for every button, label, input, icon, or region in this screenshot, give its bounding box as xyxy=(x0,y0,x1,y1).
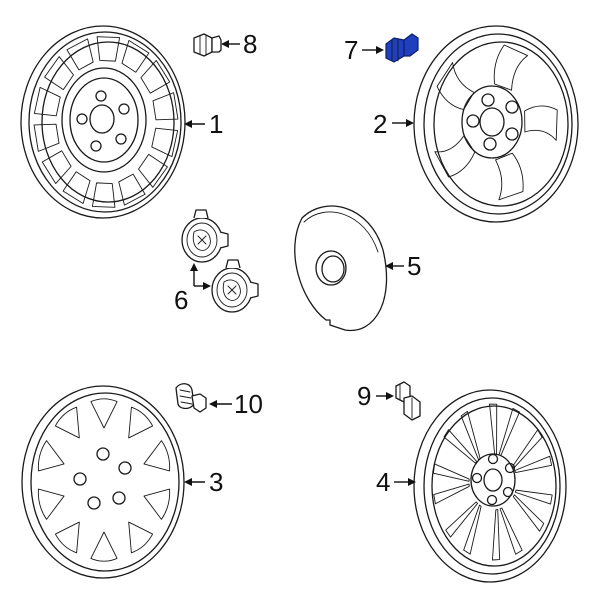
rim-pocket xyxy=(138,153,168,188)
callout-4: 4 xyxy=(376,467,390,497)
wheel-spoke xyxy=(463,504,482,555)
cover-window xyxy=(143,440,171,472)
rim-pocket xyxy=(140,60,171,94)
callout-3: 3 xyxy=(209,467,223,497)
cover-window xyxy=(37,440,65,472)
rim-pocket xyxy=(96,36,121,62)
rim-pocket xyxy=(91,182,116,208)
wheel-spoke xyxy=(495,152,524,201)
wheel-cover-part-3[interactable] xyxy=(21,385,185,579)
rim-pocket xyxy=(151,127,179,158)
callout-1: 1 xyxy=(209,109,223,139)
cover-window xyxy=(143,488,171,520)
lug-nut-part-8[interactable] xyxy=(193,33,222,57)
callout-7: 7 xyxy=(344,35,358,65)
rim-pocket xyxy=(41,150,72,184)
rim-pocket xyxy=(121,40,150,73)
cover-window xyxy=(54,521,80,554)
callout-9: 9 xyxy=(357,381,371,411)
rim-pocket xyxy=(33,86,61,117)
rim-pocket xyxy=(152,92,179,121)
rim-pocket xyxy=(44,56,74,91)
wheel-spoke xyxy=(443,429,478,464)
rim-pocket xyxy=(118,173,146,206)
callout-arrows xyxy=(184,40,416,486)
wheel-spoke xyxy=(489,403,498,455)
callout-5: 5 xyxy=(407,251,421,281)
wheel-spoke xyxy=(460,410,481,461)
wheel-spoke xyxy=(432,463,470,482)
callout-10: 10 xyxy=(234,389,263,419)
wheel-part-1[interactable] xyxy=(20,25,186,219)
cover-window xyxy=(128,521,154,554)
cover-window xyxy=(90,398,118,429)
cover-window xyxy=(128,406,154,439)
rim-pocket xyxy=(33,123,60,152)
wheel-spoke xyxy=(493,44,529,91)
wheel-part-2[interactable] xyxy=(413,25,579,223)
center-cap-part-5[interactable] xyxy=(294,205,388,332)
lug-nut-part-7[interactable] xyxy=(385,33,419,63)
callout-6: 6 xyxy=(174,285,188,315)
wheel-spoke xyxy=(434,135,476,178)
wheel-spoke xyxy=(514,489,553,505)
callout-8: 8 xyxy=(243,29,257,59)
wheel-spoke xyxy=(498,407,520,456)
wheel-spoke xyxy=(445,501,479,538)
wheel-spoke xyxy=(436,62,475,110)
wheel-spoke xyxy=(499,507,523,555)
cover-window xyxy=(90,531,118,562)
cover-window xyxy=(37,488,65,520)
wheel-spoke xyxy=(491,508,501,561)
valve-stem-part-10[interactable] xyxy=(175,383,207,413)
lug-bolt-part-9[interactable] xyxy=(395,381,421,421)
wheel-spoke xyxy=(514,455,553,474)
wheel-spoke xyxy=(524,105,558,141)
wheel-spoke xyxy=(512,429,543,469)
wheel-spoke xyxy=(512,494,545,532)
rim-pocket xyxy=(66,38,94,71)
wheel-spoke xyxy=(433,483,470,505)
wheel-part-4[interactable] xyxy=(413,389,567,583)
ornament-part-6[interactable] xyxy=(181,209,259,313)
cover-window xyxy=(54,406,80,439)
rim-pocket xyxy=(62,171,91,204)
callout-2: 2 xyxy=(373,109,387,139)
